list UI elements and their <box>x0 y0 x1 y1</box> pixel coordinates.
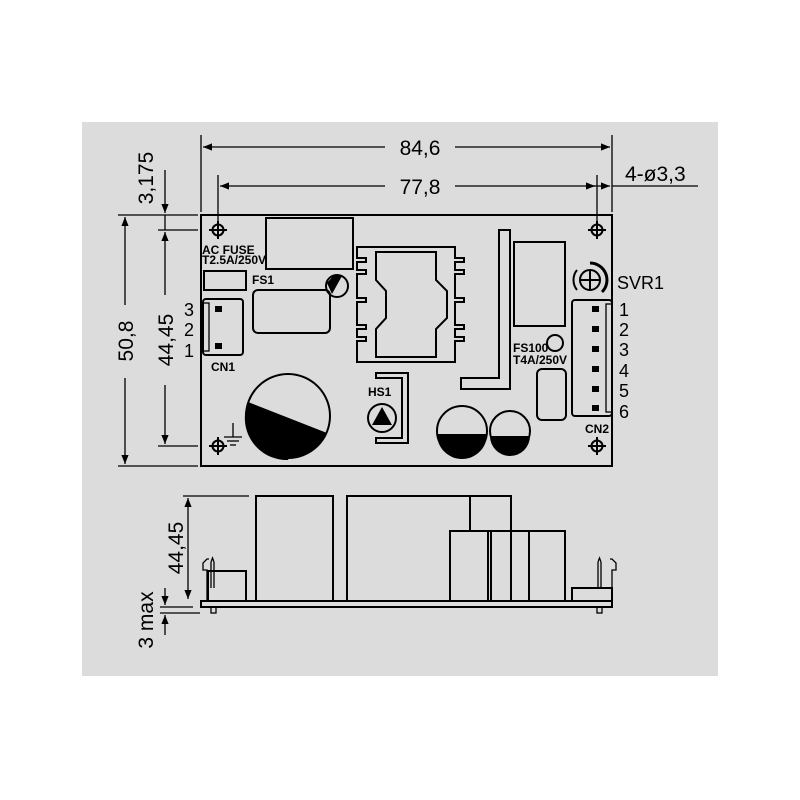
potentiometer-svr1-icon <box>572 261 609 294</box>
dim-text-50-8: 50,8 <box>115 321 138 362</box>
dim-holes: 4-ø3,3 <box>590 163 698 190</box>
dim-overall-length: 84,6 <box>200 135 613 212</box>
cn2-pin-label: 6 <box>619 402 629 422</box>
cn2-pin-label: 4 <box>619 361 629 381</box>
dim-text-height: 44,45 <box>165 522 188 575</box>
component-capacitor <box>252 289 331 334</box>
fs100-rating: T4A/250V <box>513 353 567 367</box>
cn2-pin-label: 5 <box>619 381 629 401</box>
dim-height: 44,45 <box>160 495 249 608</box>
fuse-fs1 <box>203 270 247 291</box>
ac-fuse-rating: T2.5A/250V <box>202 253 266 267</box>
dim-text-44-45: 44,45 <box>155 314 178 367</box>
dim-overall-width: 50,8 <box>115 217 198 467</box>
svr1-label: SVR1 <box>617 273 664 293</box>
cn2-pin-label: 2 <box>619 320 629 340</box>
pcb-top-view: AC FUSE T2.5A/250V FS1 CN1 3 2 1 HS1 FS1… <box>184 214 664 467</box>
fs100-label: FS100 <box>513 341 549 355</box>
dim-pin-length: 3 max <box>135 588 200 649</box>
ac-fuse-label: AC FUSE <box>202 243 255 257</box>
cn2-pin-label: 1 <box>619 300 629 320</box>
dim-hole-offset: 3,175 <box>118 152 198 231</box>
dim-text-3-175: 3,175 <box>135 152 158 205</box>
pcb-side-view <box>200 495 617 614</box>
component-relay <box>513 241 566 327</box>
dim-text-77-8: 77,8 <box>400 176 441 199</box>
dim-text-3-max: 3 max <box>135 591 158 649</box>
dim-text-holes: 4-ø3,3 <box>625 163 686 186</box>
dim-hole-spacing-length: 77,8 <box>217 175 598 222</box>
hs1-label: HS1 <box>368 385 392 399</box>
cn2-pin-label: 3 <box>619 340 629 360</box>
cn1-pin-label: 1 <box>184 341 194 361</box>
heatsink-bar <box>460 229 511 390</box>
cn2-label: CN2 <box>585 422 609 436</box>
dim-text-84-6: 84,6 <box>400 137 441 160</box>
ground-icon <box>224 423 242 446</box>
cn1-label: CN1 <box>211 360 235 374</box>
fuse-fs100 <box>536 368 567 421</box>
fs1-label: FS1 <box>252 273 274 287</box>
heatsink-hs1 <box>375 372 409 444</box>
cn1-pin-label: 2 <box>184 320 194 340</box>
component-block <box>265 217 354 270</box>
cn1-pin-label: 3 <box>184 300 194 320</box>
transformer <box>356 246 465 363</box>
dim-hole-spacing-width: 44,45 <box>155 232 198 447</box>
warning-icon <box>367 403 397 433</box>
